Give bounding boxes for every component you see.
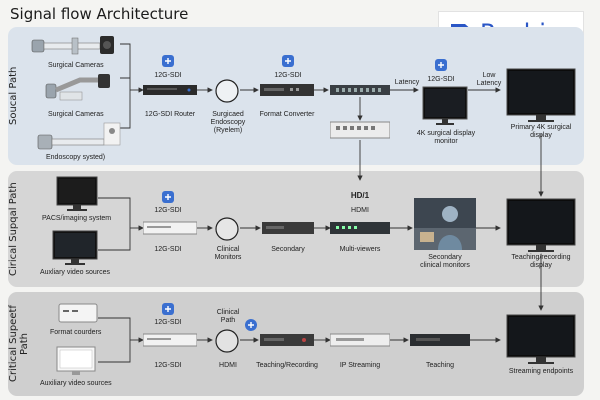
wire <box>98 197 131 251</box>
latency-label: Low <box>482 72 496 79</box>
source-label: Surgical Cameras <box>48 62 104 69</box>
signal-label: HDMI <box>351 207 369 214</box>
switcher-icon[interactable] <box>330 84 390 96</box>
source-label: Surgical Cameras <box>48 111 104 118</box>
recorder-icon[interactable] <box>260 333 314 347</box>
signal-label: 12G-SDI <box>274 72 302 79</box>
device-label: 12G-SDI Router <box>144 111 196 118</box>
signal-label: 12G-SDI <box>154 319 182 326</box>
encoder-icon[interactable] <box>410 333 470 347</box>
router-box-icon[interactable] <box>58 302 98 326</box>
source-label: Endoscopy systed) <box>46 154 106 161</box>
router-icon[interactable] <box>143 221 197 235</box>
device-label: Secondary <box>271 246 305 253</box>
device-label: Teaching/Recording <box>256 362 318 369</box>
device-label: display <box>530 262 552 269</box>
device-label: clinical monitors <box>420 262 470 269</box>
device-label: monitor <box>434 138 458 145</box>
wire <box>120 43 131 129</box>
monitor-icon[interactable] <box>56 346 96 378</box>
network-icon <box>435 59 447 71</box>
signal-label: 12G-SDI <box>154 246 182 253</box>
ring-icon <box>215 217 239 241</box>
page-title: Signal flow Architecture <box>10 5 189 23</box>
device-label: Multi-viewers <box>339 246 381 253</box>
source-label: Format courders <box>50 329 102 336</box>
wire <box>98 317 131 363</box>
signal-label: 12G-SDI <box>154 72 182 79</box>
ring-icon <box>215 329 239 353</box>
ring-icon <box>215 79 239 103</box>
node-label: HDMI <box>219 362 237 369</box>
source-label: Auxiliary video sources <box>40 380 112 387</box>
network-icon <box>282 55 294 67</box>
device-label: Streaming endpoints <box>508 368 574 375</box>
node-label: Surgicaed <box>212 111 244 118</box>
network-icon <box>162 303 174 315</box>
device-label: Secondary <box>428 254 462 261</box>
camera-arm-icon[interactable] <box>40 72 120 102</box>
monitor-icon[interactable] <box>422 86 468 126</box>
monitor-icon[interactable] <box>56 176 98 212</box>
photo-icon <box>414 198 476 250</box>
tv-icon[interactable] <box>506 198 576 254</box>
router-icon[interactable] <box>143 84 197 96</box>
tv-icon[interactable] <box>506 314 576 366</box>
device-label: Teaching <box>425 362 455 369</box>
node-label: Endoscopy <box>210 119 246 126</box>
network-icon <box>245 319 257 331</box>
device-label: IP Streaming <box>339 362 381 369</box>
signal-label: 12G-SDI <box>154 207 182 214</box>
switch-panel-icon[interactable] <box>330 120 390 140</box>
streaming-icon[interactable] <box>330 333 390 347</box>
node-label: Clinical <box>216 309 240 316</box>
source-label: Auxliary video sources <box>40 269 111 276</box>
router-icon[interactable] <box>143 333 197 347</box>
source-label: PACS/imaging system <box>42 215 112 222</box>
converter-icon[interactable] <box>262 221 314 235</box>
device-label: 4K surgical display <box>416 130 476 137</box>
multiviewer-icon[interactable] <box>330 221 390 235</box>
network-icon <box>162 55 174 67</box>
signal-label: 12G-SDI <box>427 76 455 83</box>
device-label: Primary 4K surgical <box>510 124 572 131</box>
tv-icon[interactable] <box>506 68 576 124</box>
latency-label: Latency <box>394 79 420 86</box>
node-label: (Ryelem) <box>213 127 243 134</box>
node-label: Path <box>220 317 236 324</box>
signal-label: 12G-SDI <box>154 362 182 369</box>
node-label: Clinical <box>216 246 240 253</box>
hdmi-logo: HD/1 <box>350 191 370 200</box>
device-label: display <box>530 132 552 139</box>
device-label: Teaching/recording <box>511 254 571 261</box>
converter-icon[interactable] <box>260 83 314 97</box>
monitor-icon[interactable] <box>52 230 98 266</box>
endoscope-icon[interactable] <box>34 119 130 153</box>
network-icon <box>162 191 174 203</box>
camera-arm-icon[interactable] <box>28 32 120 58</box>
node-label: Monitors <box>214 254 242 261</box>
latency-label: Latency <box>476 80 502 87</box>
device-label: Format Converter <box>259 111 315 118</box>
